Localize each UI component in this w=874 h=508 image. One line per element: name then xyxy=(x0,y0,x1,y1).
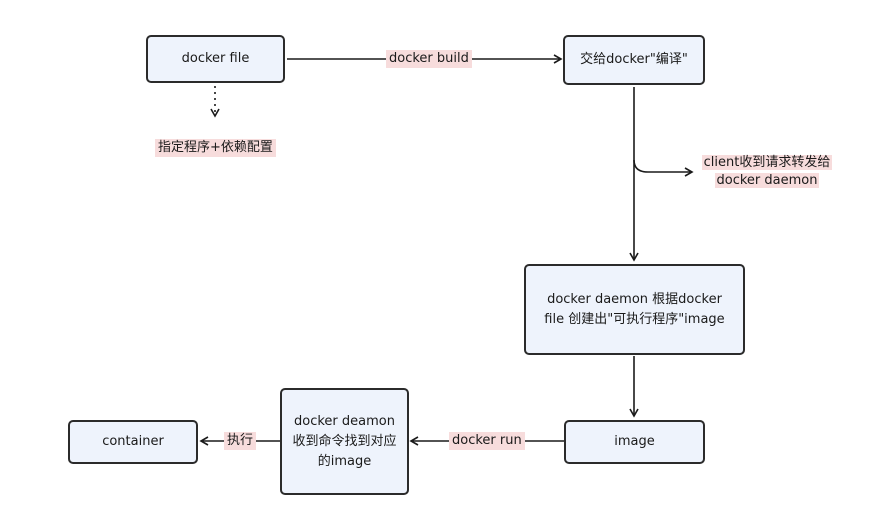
label-client-line1: client收到请求转发给 xyxy=(701,155,833,170)
node-docker-file-label: docker file xyxy=(181,51,250,66)
node-container-label: container xyxy=(102,434,164,449)
node-compile-label: 交给docker"编译" xyxy=(580,52,688,67)
label-client-line2: docker daemon xyxy=(714,173,820,188)
label-execute: 执行 xyxy=(224,432,257,450)
node-container: container xyxy=(68,420,198,464)
node-compile: 交给docker"编译" xyxy=(563,35,705,85)
edge-client-branch xyxy=(633,159,694,177)
label-client: client收到请求转发给 docker daemon xyxy=(700,154,834,190)
node-daemon-run-label: docker deamon收到命令找到对应的image xyxy=(292,413,397,469)
node-daemon-build: docker daemon 根据docker file 创建出"可执行程序"im… xyxy=(524,264,745,355)
node-image-label: image xyxy=(614,434,655,449)
node-docker-file: docker file xyxy=(146,35,285,83)
node-daemon-run: docker deamon收到命令找到对应的image xyxy=(280,388,409,495)
label-spec: 指定程序+依赖配置 xyxy=(155,139,276,157)
node-image: image xyxy=(564,420,705,464)
label-docker-build: docker build xyxy=(386,50,472,68)
node-daemon-build-label: docker daemon 根据docker file 创建出"可执行程序"im… xyxy=(544,291,725,327)
label-docker-run: docker run xyxy=(449,432,525,450)
